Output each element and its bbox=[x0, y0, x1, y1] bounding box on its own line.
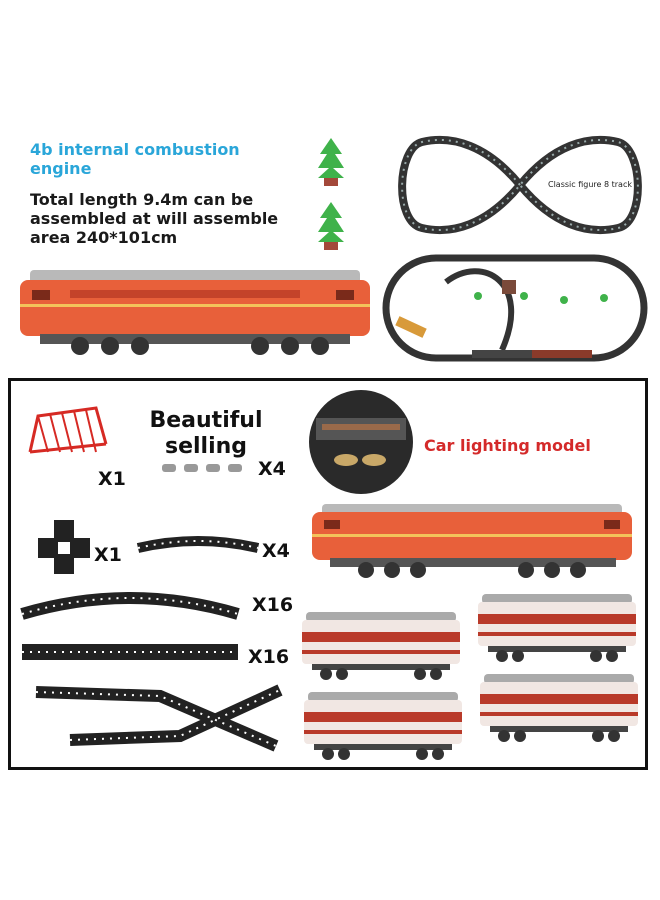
switch-track-pieces bbox=[35, 684, 283, 752]
contents-panel bbox=[8, 378, 648, 770]
lighting-label: Car lighting model bbox=[424, 436, 591, 455]
locomotive-model bbox=[312, 504, 632, 578]
crossing-quantity: X1 bbox=[94, 544, 122, 566]
product-headline: 4b internal combustion engine bbox=[30, 140, 240, 178]
passenger-car bbox=[480, 674, 638, 742]
curved-track-quantity: X16 bbox=[252, 594, 294, 616]
oval-track-layout bbox=[382, 254, 648, 362]
bridge-piece bbox=[28, 406, 108, 454]
spec-text: Total length 9.4m can be assembled at wi… bbox=[30, 190, 279, 247]
passenger-car bbox=[478, 594, 636, 662]
straight-track-quantity: X16 bbox=[248, 646, 290, 668]
short-track-piece bbox=[136, 536, 260, 553]
short-track-quantity: X4 bbox=[262, 540, 290, 562]
lighting-photo bbox=[309, 390, 413, 494]
bridge-quantity: X1 bbox=[98, 468, 126, 490]
passenger-car bbox=[302, 612, 460, 680]
tree-icon bbox=[318, 202, 344, 250]
straight-track-piece bbox=[22, 644, 238, 660]
tree-icon bbox=[318, 138, 344, 186]
track-layout-label: Classic figure 8 track bbox=[548, 180, 632, 189]
trees-quantity: X4 bbox=[258, 458, 286, 480]
passenger-car bbox=[304, 692, 462, 760]
figure-eight-track bbox=[398, 135, 642, 235]
tree-pieces bbox=[162, 464, 242, 472]
locomotive-illustration bbox=[20, 270, 370, 355]
curved-track-piece bbox=[20, 592, 240, 620]
crossing-piece bbox=[38, 520, 90, 574]
contents-heading: Beautiful selling bbox=[149, 408, 263, 459]
